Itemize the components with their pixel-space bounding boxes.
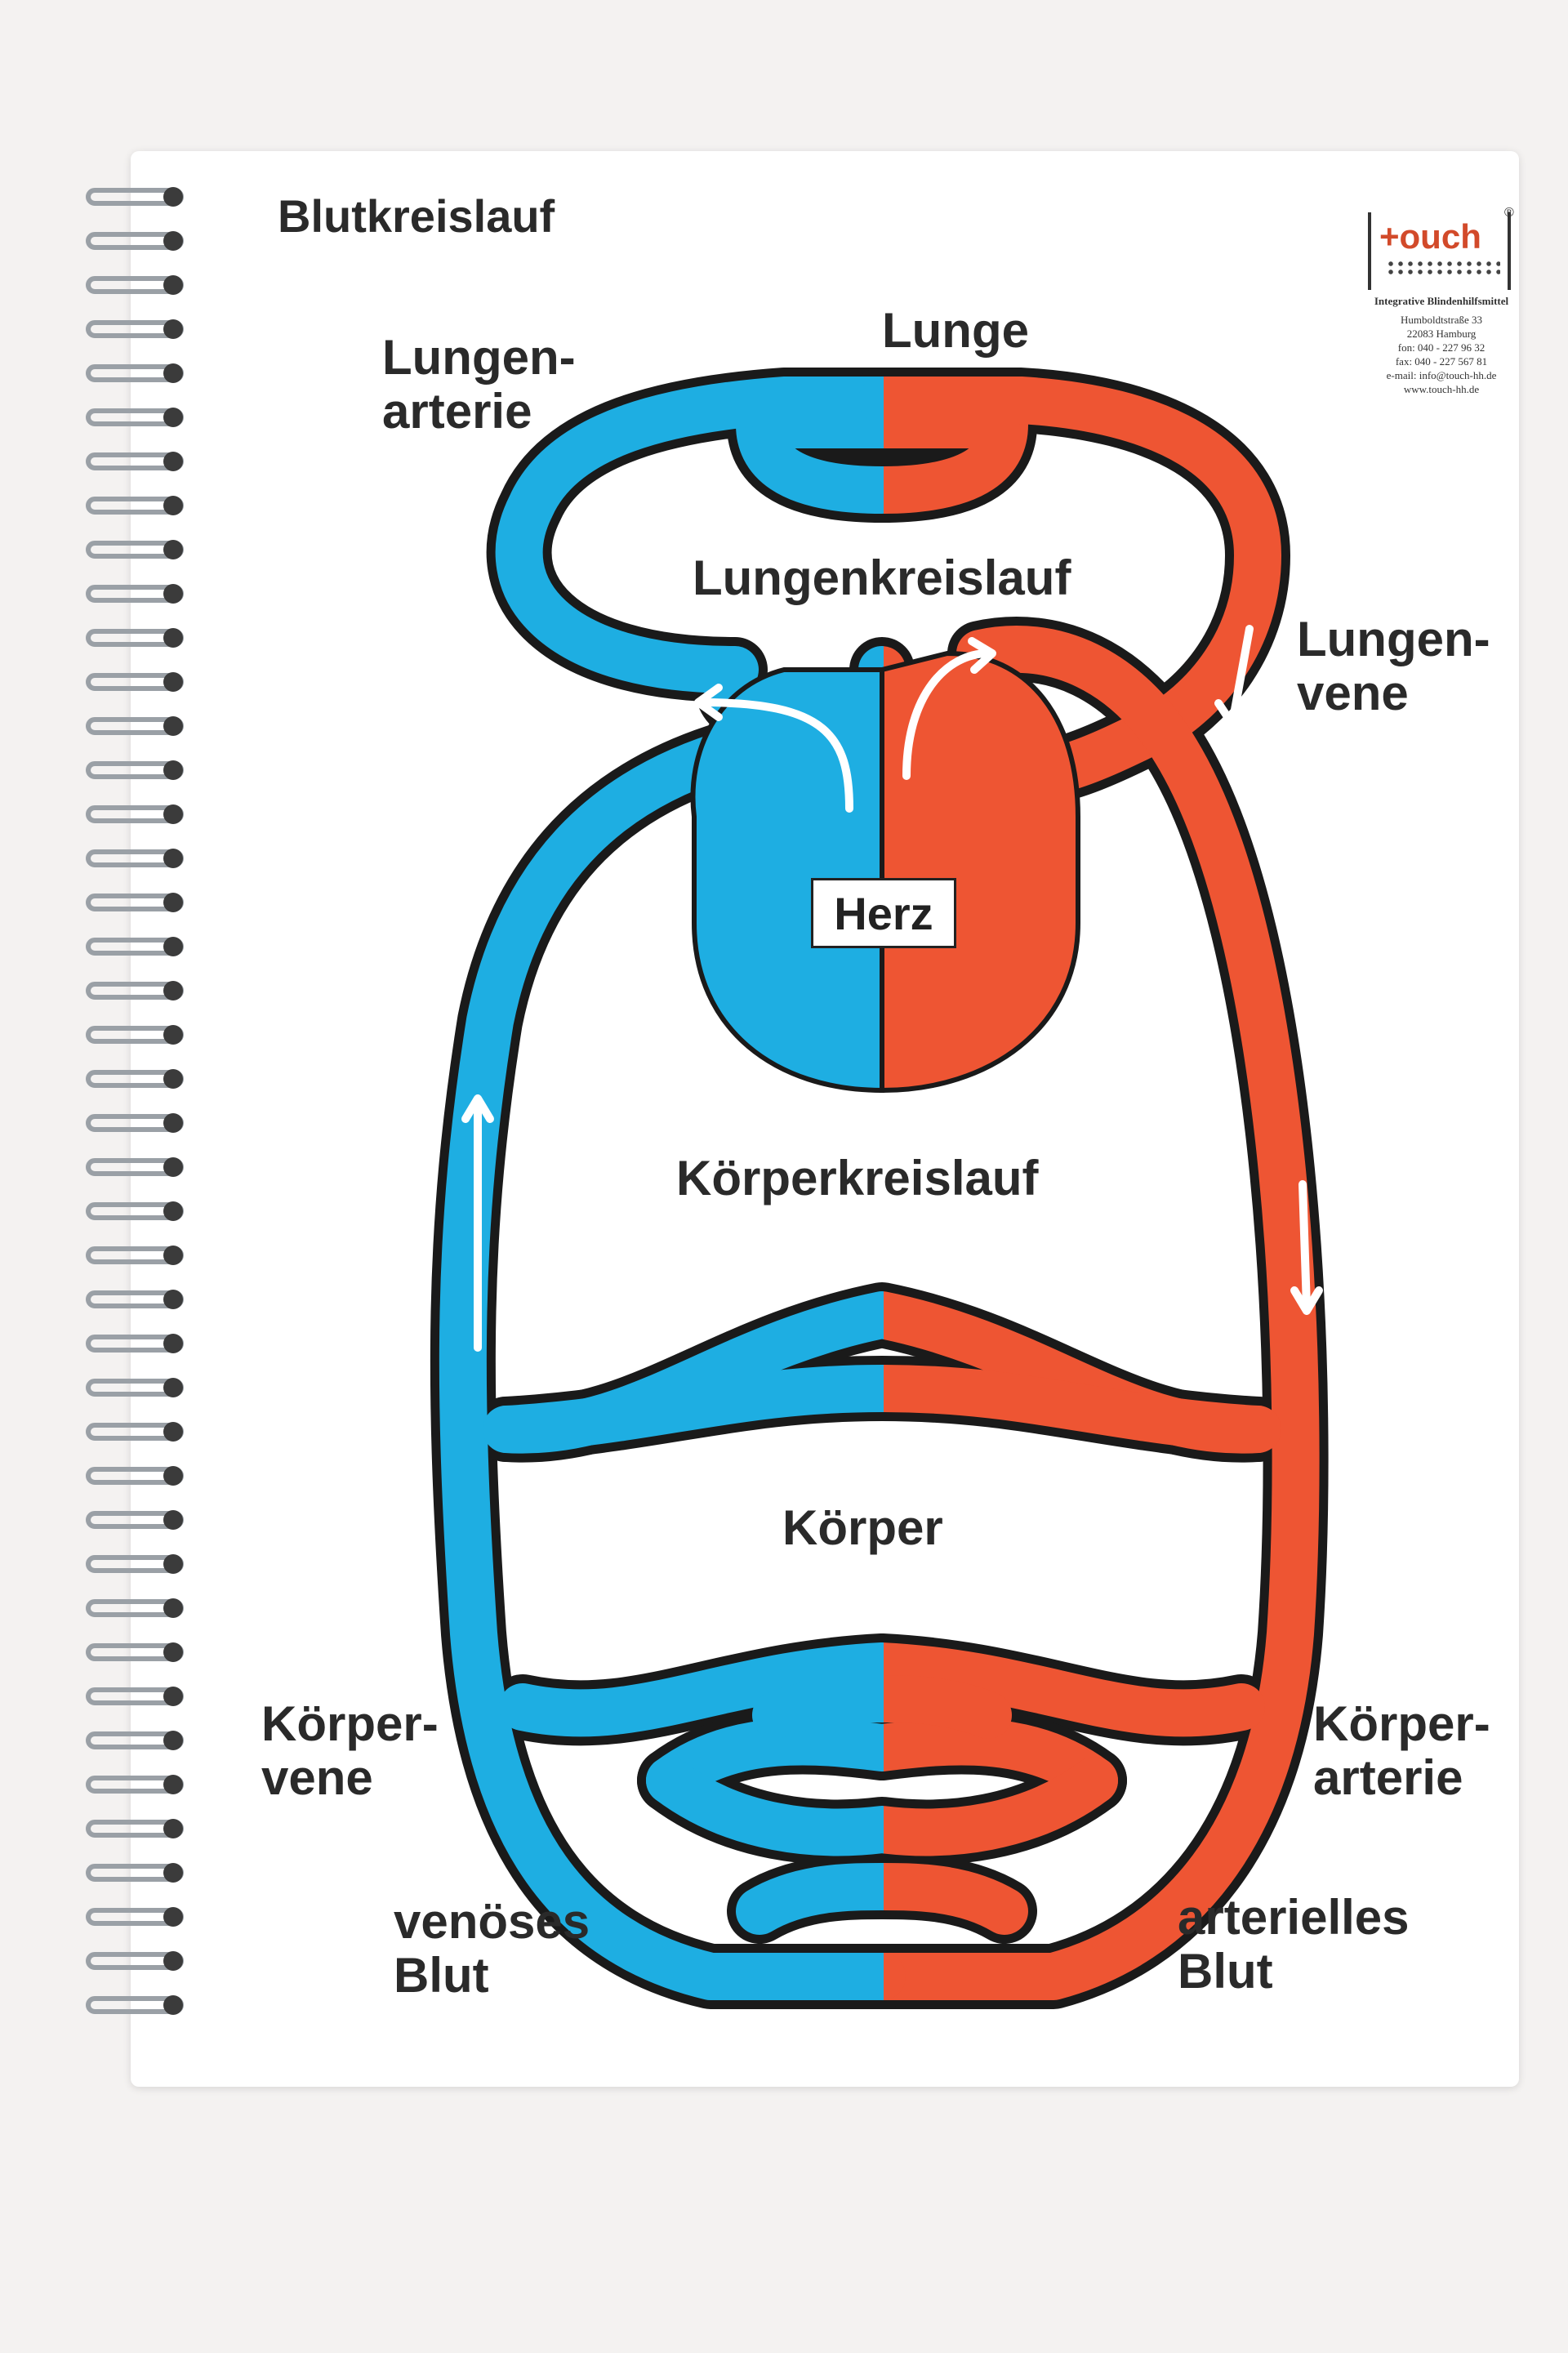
- arrowhead-icon: [1290, 1286, 1323, 1315]
- vessel-segment: [439, 728, 884, 2000]
- binding-hole: [163, 893, 183, 912]
- binding-hole: [163, 275, 183, 295]
- binding-hole: [163, 1334, 183, 1353]
- binding-hole: [163, 1510, 183, 1530]
- binding-hole: [163, 1113, 183, 1133]
- heart-shape: [690, 650, 1080, 1094]
- arrowhead-icon: [968, 637, 996, 674]
- vessel-segment: [884, 401, 1028, 514]
- contact-block: Integrative Blindenhilfsmittel Humboldts…: [1356, 294, 1527, 396]
- vessel-segment: [646, 1757, 884, 1856]
- vessel-segment: [483, 1365, 884, 1453]
- address-line: www.touch-hh.de: [1403, 383, 1480, 395]
- braille-dots-icon: [1386, 260, 1500, 274]
- binding-hole: [163, 1201, 183, 1221]
- binding-hole: [163, 1995, 183, 2015]
- spiral-binding: [86, 188, 192, 2050]
- vessel-segment: [884, 1863, 1028, 1935]
- binding-hole: [163, 760, 183, 780]
- binding-hole: [163, 496, 183, 515]
- binding-hole: [163, 804, 183, 824]
- binding-hole: [163, 628, 183, 648]
- flow-arrow-pulmonary-vein: [902, 649, 992, 780]
- label-koerpervene: Körper- vene: [261, 1696, 439, 1805]
- binding-hole: [163, 540, 183, 559]
- binding-hole: [163, 937, 183, 956]
- label-koerperarterie: Körper- arterie: [1313, 1696, 1490, 1805]
- vessel-segment: [884, 1757, 1118, 1856]
- vessel-segment: [884, 1365, 1281, 1453]
- binding-hole: [163, 187, 183, 207]
- binding-hole: [163, 1069, 183, 1089]
- label-lungenarterie: Lungen- arterie: [382, 330, 576, 439]
- arrowhead-icon: [1214, 698, 1247, 727]
- binding-hole: [163, 1466, 183, 1486]
- binding-hole: [163, 363, 183, 383]
- registered-mark: ®: [1504, 206, 1514, 220]
- binding-hole: [163, 716, 183, 736]
- address-line: fon: 040 - 227 96 32: [1397, 341, 1486, 354]
- address-line: 22083 Hamburg: [1406, 328, 1477, 340]
- binding-hole: [163, 584, 183, 604]
- binding-hole: [163, 1819, 183, 1838]
- binding-hole: [163, 672, 183, 692]
- binding-hole: [163, 1378, 183, 1397]
- address-line: fax: 040 - 227 567 81: [1395, 355, 1488, 368]
- binding-hole: [163, 1951, 183, 1971]
- label-lunge: Lunge: [882, 303, 1029, 358]
- binding-hole: [163, 1598, 183, 1618]
- binding-hole: [163, 1642, 183, 1662]
- label-lungenvene: Lungen- vene: [1297, 612, 1490, 720]
- vessel-segment: [736, 1863, 884, 1935]
- address-line: e-mail: info@touch-hh.de: [1386, 369, 1497, 381]
- brand-tagline: Integrative Blindenhilfsmittel: [1374, 295, 1509, 307]
- arrowhead-icon: [694, 684, 723, 721]
- label-venoeses-blut: venöses Blut: [394, 1894, 590, 2003]
- binding-hole: [163, 1863, 183, 1883]
- brand-logo-text: +ouch: [1379, 217, 1481, 256]
- binding-hole: [163, 1907, 183, 1927]
- binding-hole: [163, 1554, 183, 1574]
- vessel-segment: [884, 1718, 1118, 1804]
- binding-hole: [163, 408, 183, 427]
- vessel-segment: [646, 1718, 884, 1804]
- binding-hole: [163, 1731, 183, 1750]
- flow-arrows: [461, 625, 1323, 1352]
- binding-hole: [163, 1687, 183, 1706]
- label-arterielles-blut: arterielles Blut: [1178, 1890, 1410, 1999]
- flow-arrow-pulmonary-artery: [698, 698, 853, 813]
- binding-hole: [163, 231, 183, 251]
- vessel-segment: [736, 401, 884, 514]
- address-line: Humboldtstraße 33: [1400, 314, 1482, 326]
- binding-hole: [163, 452, 183, 471]
- vessel-segment: [752, 1675, 884, 1739]
- label-koerper: Körper: [782, 1500, 943, 1555]
- flow-arrow-body-artery: [1298, 1180, 1311, 1311]
- brand-logo: +ouch: [1368, 212, 1511, 290]
- venous-blood-fill: [439, 377, 884, 2000]
- vessel-segment: [499, 1642, 884, 1737]
- binding-hole: [163, 1025, 183, 1045]
- page-title: Blutkreislauf: [278, 190, 555, 242]
- binding-hole: [163, 1775, 183, 1794]
- binding-hole: [163, 319, 183, 339]
- label-herz: Herz: [811, 878, 956, 948]
- binding-hole: [163, 1246, 183, 1265]
- flow-arrow-lung-vein: [1229, 625, 1254, 723]
- binding-hole: [163, 849, 183, 868]
- label-lungenkreislauf: Lungenkreislauf: [693, 550, 1071, 605]
- binding-hole: [163, 981, 183, 1000]
- binding-hole: [163, 1422, 183, 1442]
- vessel-segment: [884, 1642, 1265, 1737]
- arrowhead-icon: [461, 1094, 494, 1123]
- vessel-segment: [495, 377, 884, 751]
- binding-hole: [163, 1290, 183, 1309]
- binding-hole: [163, 1157, 183, 1177]
- vessel-segment: [884, 1675, 1012, 1739]
- label-koerperkreislauf: Körperkreislauf: [676, 1151, 1039, 1205]
